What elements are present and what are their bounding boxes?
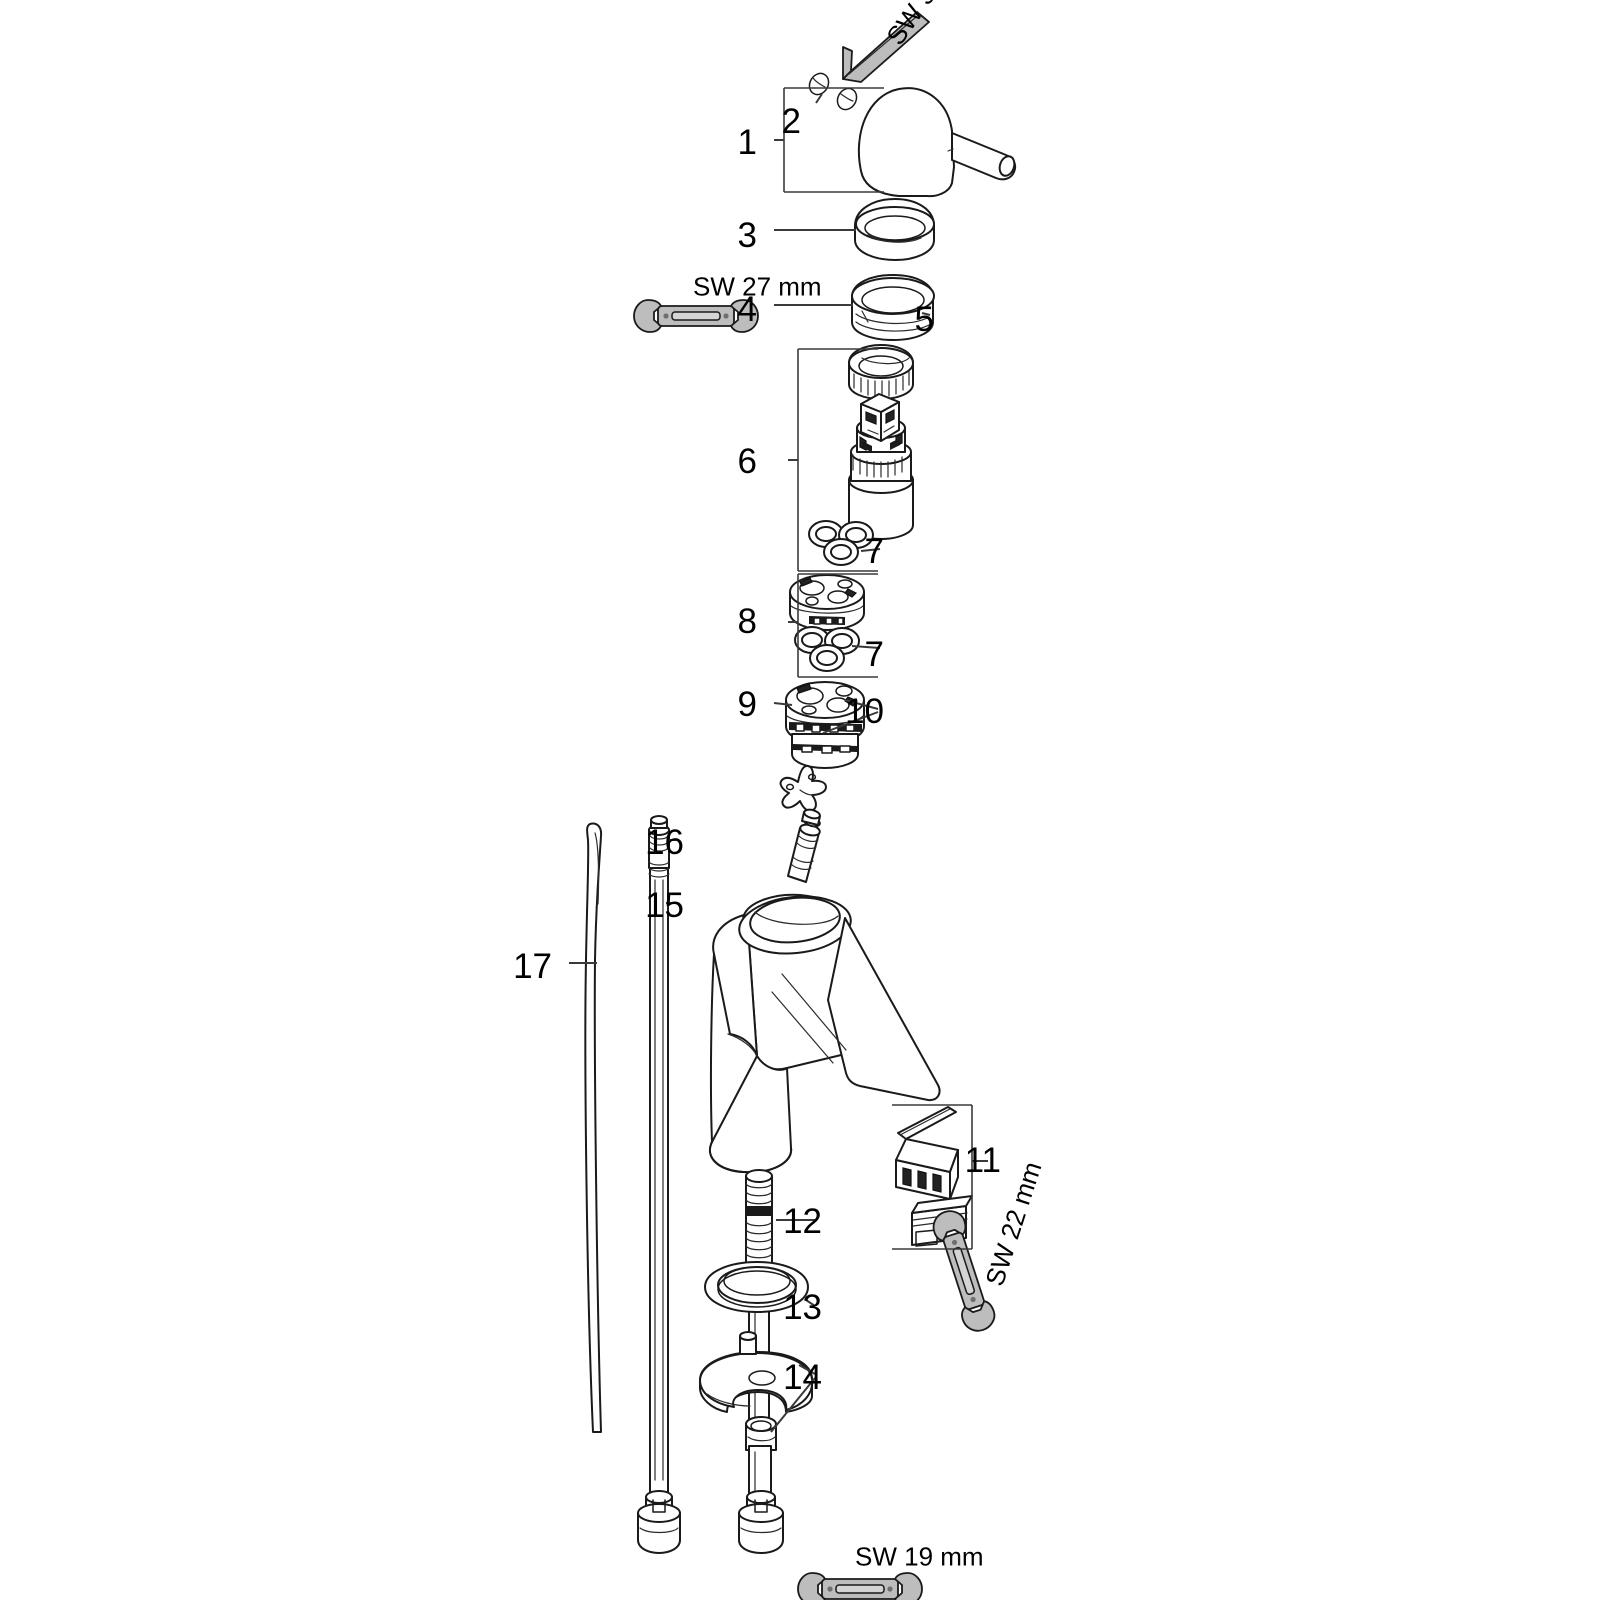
callout-number-15: 15 [645, 886, 684, 925]
callout-number-2: 2 [781, 102, 801, 141]
open-end-wrench-sw22 [932, 1210, 996, 1332]
callout-number-1: 1 [737, 123, 757, 162]
part-pull-rod [584, 822, 603, 1433]
part-knurled-ring [848, 344, 914, 400]
part-o-ring-set-lower [794, 626, 860, 672]
tool-label-sw27: SW 27 mm [693, 271, 822, 302]
part-control-cartridge [848, 393, 914, 540]
callout-number-5: 5 [914, 300, 934, 339]
part-sealing-washer [704, 1261, 809, 1313]
callout-number-10: 10 [845, 692, 884, 731]
part-supply-hose-right [738, 1445, 784, 1554]
part-faucet-body [709, 808, 941, 1174]
part-aerator-assembly [895, 1106, 973, 1247]
part-star-retaining-clip [779, 764, 827, 812]
callout-number-9: 9 [737, 685, 757, 724]
callout-number-14: 14 [783, 1358, 822, 1397]
part-mounting-bracket [699, 1331, 814, 1451]
allen-key-sw3 [842, 11, 930, 83]
callout-number-7: 7 [864, 532, 884, 571]
callout-number-13: 13 [783, 1288, 822, 1327]
part-o-ring-set-upper [808, 520, 874, 566]
tool-label-sw19: SW 19 mm [855, 1541, 984, 1572]
part-lever-handle [857, 87, 1017, 198]
part-cartridge-nut [851, 274, 935, 341]
callout-number-8: 8 [737, 602, 757, 641]
part-supply-hose-left [637, 815, 681, 1554]
part-cartridge-base-disc [789, 574, 865, 631]
open-end-wrench-sw19 [797, 1572, 923, 1600]
callout-number-11: 11 [964, 1141, 1001, 1180]
part-handle-cap-ring [854, 198, 935, 261]
callout-number-3: 3 [737, 216, 757, 255]
callout-number-12: 12 [783, 1202, 822, 1241]
open-end-wrench-sw27 [633, 299, 759, 333]
callout-number-7: 7 [864, 635, 884, 674]
callout-number-17: 17 [513, 947, 552, 986]
callout-number-4: 4 [737, 290, 757, 329]
callout-number-6: 6 [737, 442, 757, 481]
callout-leaders [569, 87, 988, 1433]
callout-number-16: 16 [645, 823, 684, 862]
